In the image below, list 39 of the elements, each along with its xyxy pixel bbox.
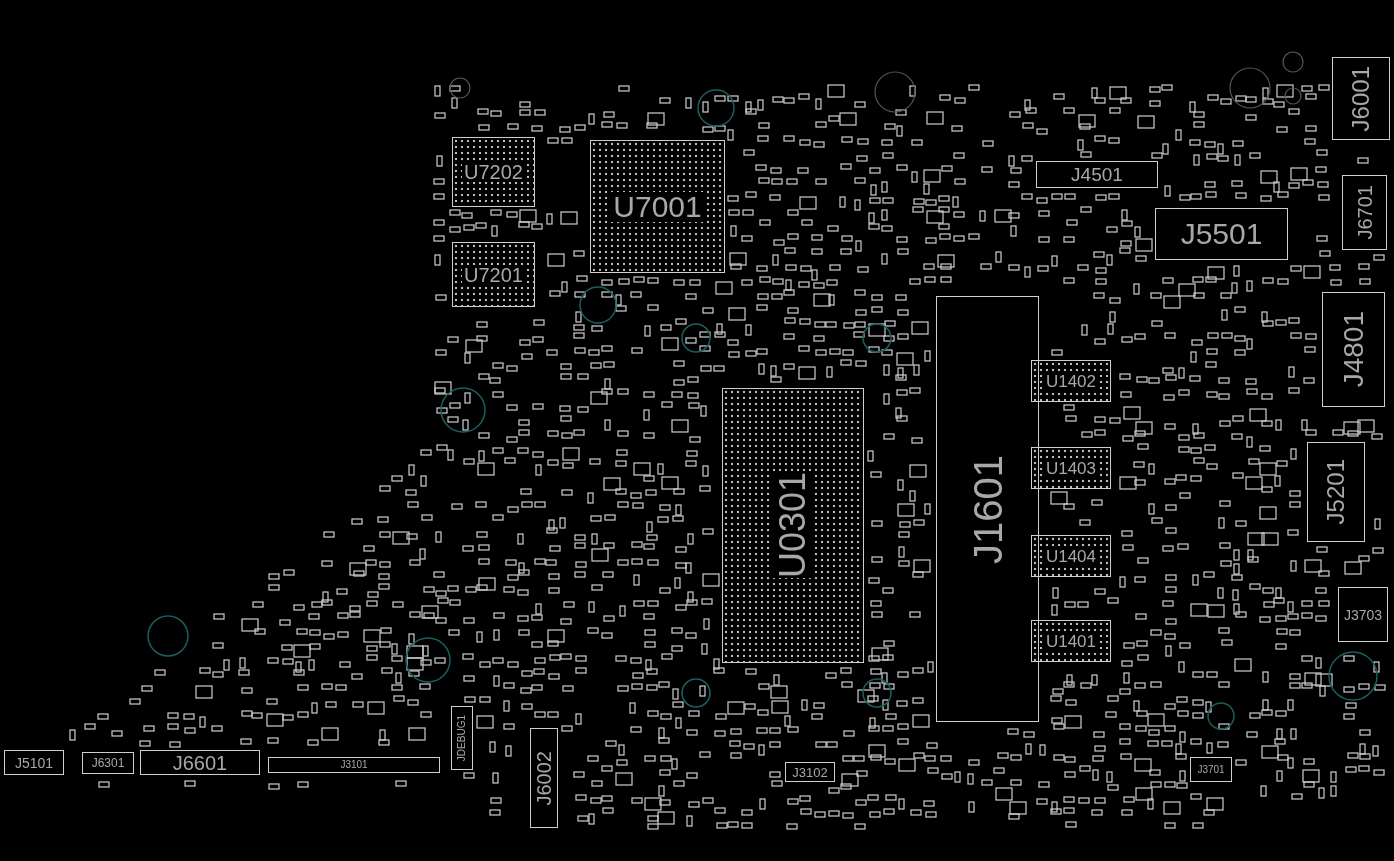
connector-footprint (268, 757, 440, 773)
connector-footprint (1322, 292, 1385, 407)
connector-footprint (785, 762, 835, 782)
reference-designator: J3102 (790, 765, 830, 779)
chip-footprint (452, 137, 535, 207)
reference-designator: U1404 (1043, 547, 1099, 565)
reference-designator: J4501 (1069, 165, 1125, 184)
connector-footprint (1338, 587, 1388, 642)
reference-designator: J3701 (1195, 764, 1227, 775)
chip-footprint (1031, 447, 1111, 489)
chip-footprint (1031, 620, 1111, 662)
chip-footprint (452, 242, 535, 307)
connector-footprint (1155, 208, 1288, 260)
chip-footprint (590, 140, 725, 273)
connector-footprint (451, 706, 473, 770)
chip-footprint (722, 388, 864, 663)
connector-footprint (140, 750, 260, 775)
connector-footprint (82, 752, 134, 774)
connector-footprint (1342, 175, 1387, 250)
reference-designator: U1402 (1043, 372, 1099, 390)
connector-footprint (4, 750, 64, 775)
reference-designator: U0301 (773, 472, 813, 579)
reference-designator: J5101 (12, 755, 56, 770)
reference-designator: U1403 (1043, 459, 1099, 477)
connector-footprint (1307, 442, 1365, 542)
reference-designator: J6301 (89, 757, 127, 769)
chip-footprint (1031, 360, 1111, 402)
connector-footprint (530, 728, 558, 828)
reference-designator: J3101 (338, 760, 370, 770)
reference-designator: J3703 (1341, 607, 1385, 622)
reference-designator: U7201 (462, 264, 525, 285)
chip-footprint (1031, 535, 1111, 577)
reference-designator: U7001 (611, 191, 704, 222)
reference-designator: U7202 (462, 162, 525, 182)
reference-designator: U1401 (1043, 632, 1099, 650)
connector-footprint (1332, 57, 1390, 140)
connector-footprint (936, 296, 1039, 722)
connector-footprint (1190, 757, 1232, 782)
connector-footprint (1036, 161, 1158, 188)
